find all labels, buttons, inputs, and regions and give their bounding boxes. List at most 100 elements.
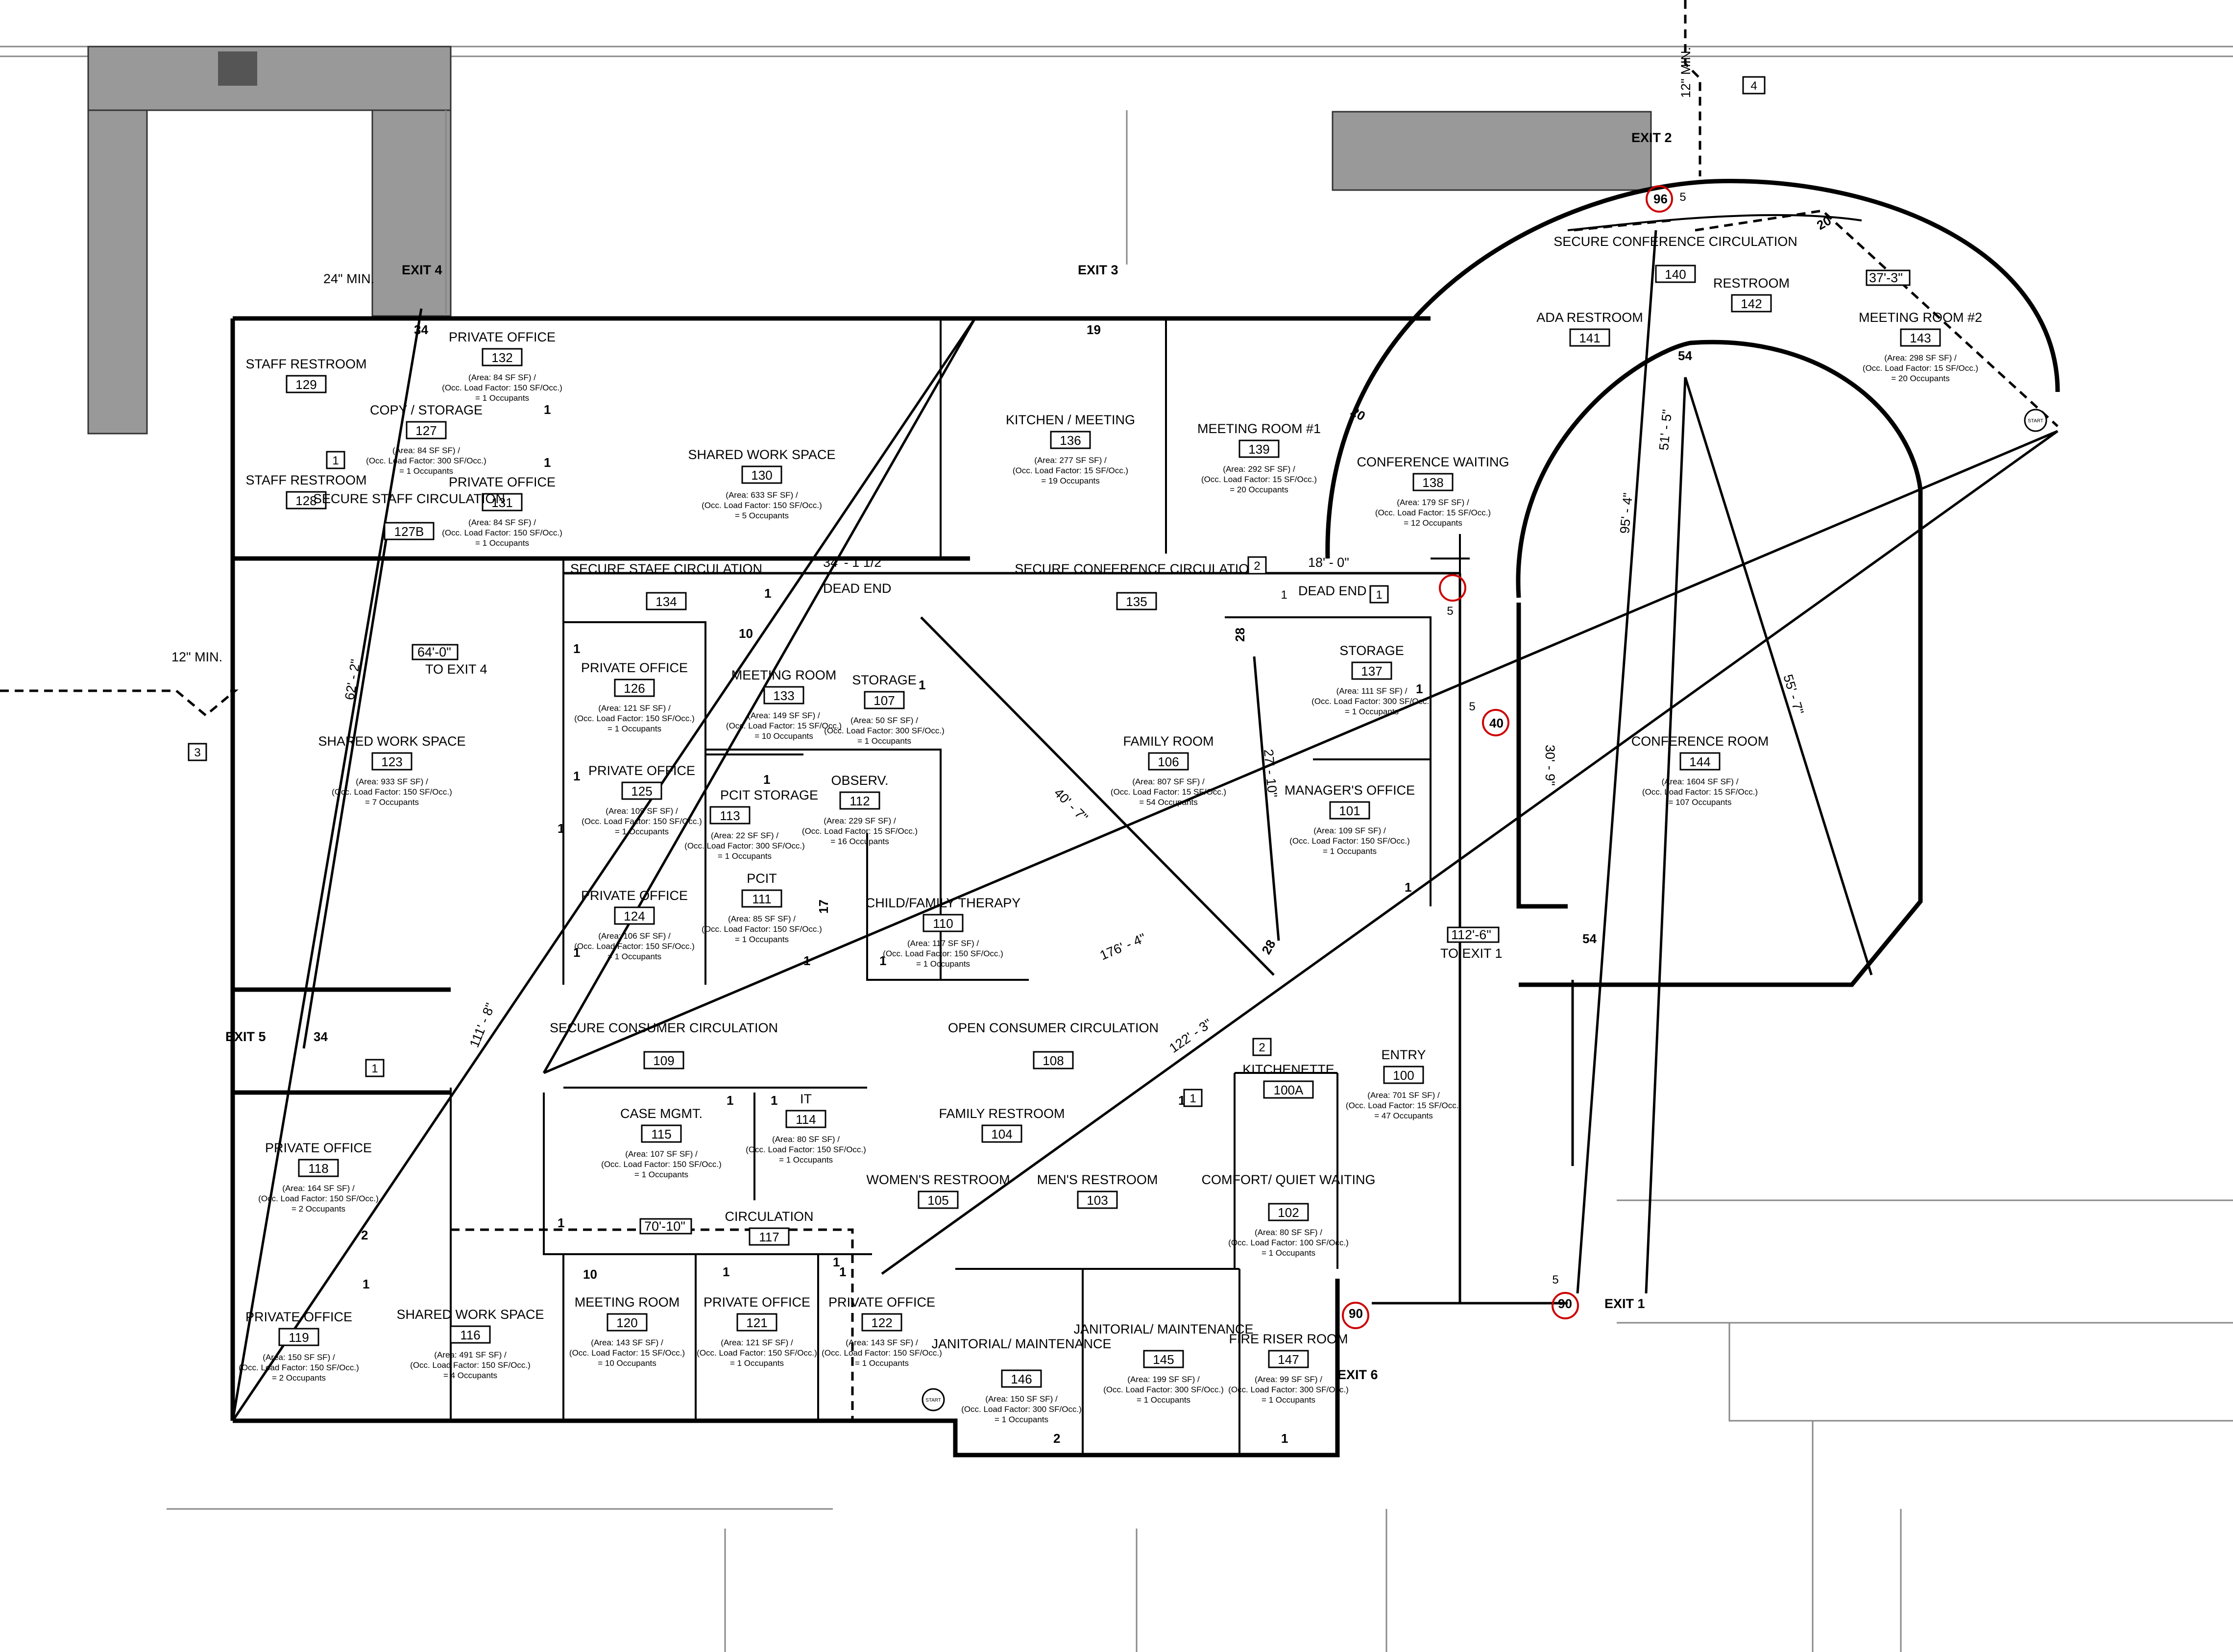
room-number: 146 — [1011, 1372, 1032, 1386]
room-name: CASE MGMT. — [620, 1106, 703, 1121]
room-number: 141 — [1579, 331, 1600, 345]
room-area: (Area: 117 SF SF) / — [907, 939, 979, 948]
dim-12-min-west: 12" MIN. — [171, 650, 222, 664]
room-occupants: = 4 Occupants — [443, 1371, 497, 1380]
room-name: FAMILY ROOM — [1123, 734, 1214, 749]
occ-132: 1 — [544, 402, 551, 417]
room-number: 107 — [874, 693, 895, 708]
room-occupants: = 1 Occupants — [634, 1170, 688, 1179]
exit-1-label: EXIT 1 — [1604, 1296, 1645, 1311]
room-142: RESTROOM 142 — [1713, 276, 1790, 313]
room-number: 113 — [720, 808, 740, 823]
room-name: COMFORT/ QUIET WAITING — [1202, 1172, 1376, 1187]
room-121: PRIVATE OFFICE 121 (Area: 121 SF SF) / (… — [697, 1295, 817, 1368]
room-name: CONFERENCE WAITING — [1357, 455, 1509, 469]
room-load-factor: (Occ. Load Factor: 150 SF/Occ.) — [258, 1194, 379, 1203]
room-112: OBSERV. 112 (Area: 229 SF SF) / (Occ. Lo… — [802, 773, 918, 846]
room-116: SHARED WORK SPACE 116 (Area: 491 SF SF) … — [396, 1307, 544, 1380]
room-occupants: = 10 Occupants — [754, 731, 813, 741]
room-area: (Area: 149 SF SF) / — [748, 711, 820, 720]
room-number: 129 — [295, 377, 316, 392]
room-load-factor: (Occ. Load Factor: 15 SF/Occ.) — [1375, 508, 1491, 517]
dim-24-min: 24" MIN. — [323, 271, 374, 286]
room-load-factor: (Occ. Load Factor: 300 SF/Occ.) — [961, 1405, 1082, 1414]
room-number: 139 — [1248, 442, 1269, 457]
room-load-factor: (Occ. Load Factor: 150 SF/Occ.) — [883, 949, 1003, 958]
dim-30-9: 30' - 9" — [1543, 745, 1557, 786]
egress-paths — [231, 209, 2059, 1422]
room-area: (Area: 84 SF SF) / — [468, 518, 536, 527]
occ-121: 1 — [723, 1264, 729, 1279]
tag-1: 1 — [1189, 1092, 1196, 1105]
room-number: 126 — [624, 681, 645, 696]
room-occupants: = 20 Occupants — [1891, 374, 1950, 383]
plan-notes: DEAD END DEAD END START START — [823, 409, 2047, 1411]
room-name: KITCHEN / MEETING — [1006, 413, 1135, 427]
room-127: COPY / STORAGE 127 (Area: 84 SF SF) / (O… — [366, 403, 486, 476]
room-load-factor: (Occ. Load Factor: 15 SF/Occ.) — [1111, 787, 1226, 797]
room-load-factor: (Occ. Load Factor: 15 SF/Occ.) — [1863, 364, 1978, 373]
room-occupants: = 1 Occupants — [1262, 1248, 1315, 1258]
room-123: SHARED WORK SPACE 123 (Area: 933 SF SF) … — [318, 734, 465, 807]
mechanical-grille — [218, 51, 257, 86]
tag-5: 5 — [1469, 700, 1475, 713]
start-marker-east — [2024, 409, 2047, 432]
dim-70-10: 70'-10" — [644, 1219, 685, 1234]
occ-120: 10 — [583, 1267, 597, 1282]
room-occupants: = 1 Occupants — [735, 935, 789, 944]
room-number: 100A — [1274, 1083, 1304, 1097]
room-number: 110 — [933, 916, 953, 931]
occ-exit-5: 34 — [314, 1029, 328, 1044]
room-load-factor: (Occ. Load Factor: 150 SF/Occ.) — [332, 787, 452, 797]
room-number: 125 — [631, 784, 652, 799]
room-load-factor: (Occ. Load Factor: 300 SF/Occ.) — [366, 456, 486, 465]
occ-133: 1 — [764, 586, 771, 601]
room-number: 101 — [1339, 803, 1360, 818]
exit-3-label: EXIT 3 — [1078, 263, 1118, 277]
room-135: SECURE CONFERENCE CIRCULATION 135 — [1015, 561, 1259, 610]
room-load-factor: (Occ. Load Factor: 300 SF/Occ.) — [684, 841, 805, 850]
room-occupants: = 20 Occupants — [1230, 485, 1288, 494]
room-name: SECURE STAFF CIRCULATION — [313, 491, 505, 506]
room-number: 102 — [1278, 1205, 1299, 1220]
room-name: MEN'S RESTROOM — [1037, 1172, 1158, 1187]
room-occupants: = 47 Occupants — [1374, 1111, 1433, 1120]
room-load-factor: (Occ. Load Factor: 15 SF/Occ.) — [726, 721, 842, 730]
room-114: IT 114 (Area: 80 SF SF) / (Occ. Load Fac… — [746, 1092, 866, 1165]
room-name: SECURE STAFF CIRCULATION — [570, 561, 762, 576]
room-load-factor: (Occ. Load Factor: 150 SF/Occ.) — [746, 1145, 866, 1154]
room-119: PRIVATE OFFICE 119 (Area: 150 SF SF) / (… — [239, 1310, 359, 1383]
room-occupants: = 2 Occupants — [291, 1204, 345, 1214]
room-number: 104 — [991, 1127, 1012, 1142]
tag-5: 5 — [1679, 191, 1686, 204]
room-occupants: = 1 Occupants — [779, 1155, 833, 1165]
tag-2: 2 — [1259, 1041, 1265, 1054]
room-number: 122 — [871, 1315, 892, 1330]
room-101: MANAGER'S OFFICE 101 (Area: 109 SF SF) /… — [1285, 783, 1415, 856]
dim-12-min-north: 12" MIN. — [1678, 47, 1693, 98]
exit-labels: EXIT 1 EXIT 2 EXIT 3 EXIT 4 EXIT 5 EXIT … — [225, 130, 1672, 1382]
room-name: IT — [800, 1092, 812, 1106]
room-name: FIRE RISER ROOM — [1229, 1332, 1348, 1346]
room-name: STAFF RESTROOM — [246, 473, 367, 487]
room-number: 133 — [773, 688, 794, 703]
room-area: (Area: 107 SF SF) / — [625, 1149, 698, 1159]
room-133: MEETING ROOM 133 (Area: 149 SF SF) / (Oc… — [726, 668, 842, 741]
room-name: STORAGE — [852, 673, 917, 687]
room-load-factor: (Occ. Load Factor: 300 SF/Occ.) — [1228, 1385, 1349, 1394]
occ-exit-1: 90 — [1558, 1296, 1572, 1311]
room-number: 103 — [1087, 1193, 1108, 1208]
room-name: OBSERV. — [831, 773, 888, 788]
room-number: 135 — [1126, 594, 1147, 609]
room-number: 123 — [381, 754, 402, 769]
building-walls — [230, 179, 2060, 1458]
room-area: (Area: 121 SF SF) / — [598, 704, 671, 713]
room-number: 105 — [927, 1193, 948, 1208]
room-area: (Area: 933 SF SF) / — [356, 777, 428, 786]
room-occupants: = 1 Occupants — [607, 952, 661, 961]
room-load-factor: (Occ. Load Factor: 150 SF/Occ.) — [239, 1363, 359, 1372]
dim-111-8: 111' - 8" — [467, 1001, 498, 1049]
room-number: 112 — [850, 794, 870, 808]
room-name: COPY / STORAGE — [370, 403, 483, 417]
